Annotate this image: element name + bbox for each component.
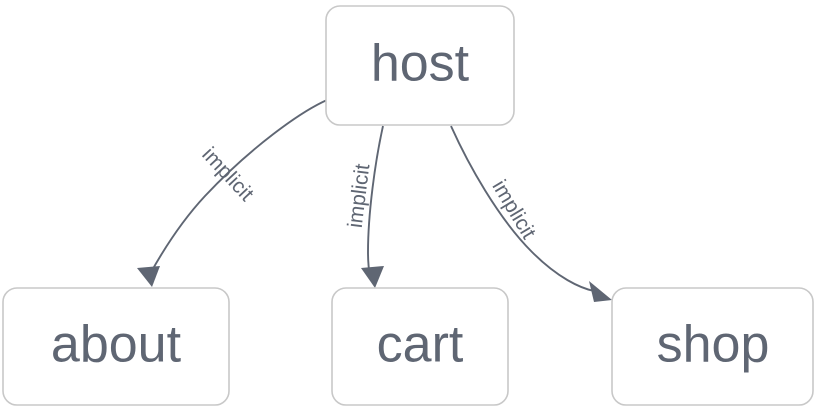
edge-host-to-cart[interactable]: implicit bbox=[344, 125, 384, 288]
arrowhead-cart bbox=[361, 266, 384, 288]
node-shop-label: shop bbox=[657, 316, 770, 374]
arrowhead-about bbox=[137, 266, 160, 287]
edge-label-host-about: implicit bbox=[197, 143, 258, 206]
node-about[interactable]: about bbox=[2, 287, 230, 406]
node-cart[interactable]: cart bbox=[331, 287, 509, 406]
node-cart-box bbox=[331, 287, 509, 406]
node-shop[interactable]: shop bbox=[611, 287, 814, 406]
edge-path-host-shop bbox=[450, 125, 595, 292]
edge-path-host-about bbox=[149, 99, 328, 275]
node-host-box bbox=[325, 5, 515, 126]
edge-host-to-about[interactable]: implicit bbox=[137, 99, 328, 287]
node-cart-label: cart bbox=[377, 316, 464, 374]
edge-path-host-cart bbox=[367, 125, 384, 278]
arrowhead-shop bbox=[589, 281, 612, 302]
node-about-label: about bbox=[51, 316, 182, 374]
node-about-box bbox=[2, 287, 230, 406]
edge-host-to-shop[interactable]: implicit bbox=[450, 125, 612, 302]
node-host-label: host bbox=[371, 35, 470, 93]
node-host[interactable]: host bbox=[325, 5, 515, 126]
node-shop-box bbox=[611, 287, 814, 406]
